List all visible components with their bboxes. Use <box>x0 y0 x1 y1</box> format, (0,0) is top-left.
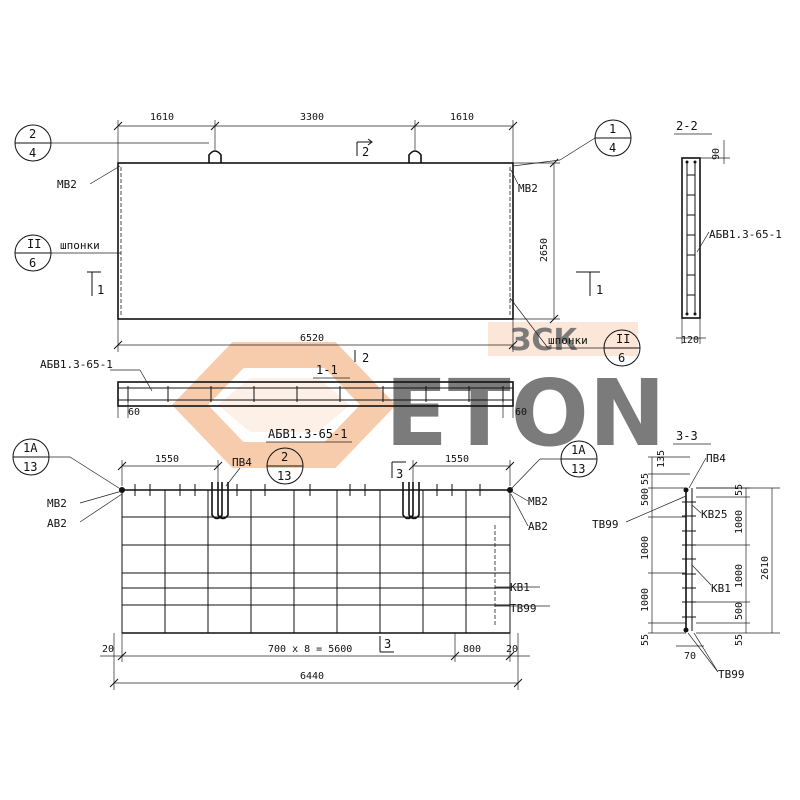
panel-dim-top-3: 1610 <box>450 112 474 123</box>
cage-grid <box>121 489 511 634</box>
cage-mv2-left: МВ2 <box>47 497 67 510</box>
section-2-2-outline <box>681 157 701 319</box>
section-2-2-dim-bottom: 120 <box>681 335 699 346</box>
panel-outline <box>117 162 514 320</box>
callout-1-4-num: 1 <box>609 122 616 136</box>
cage-tv99: ТВ99 <box>510 602 537 615</box>
cage-dim-mid: 700 x 8 = 5600 <box>268 644 352 655</box>
callout-1a-13-right-den: 13 <box>571 462 585 476</box>
section-1-1-mark: 2 <box>362 351 369 365</box>
section-3-3: 3-3 135 55 500 1000 1000 55 <box>592 429 780 681</box>
panel-mv2-right: МВ2 <box>518 182 538 195</box>
section-2-2-dim-top: 90 <box>711 148 722 160</box>
watermark-hex-outer <box>171 342 397 468</box>
section-3-3-dim-total: 2610 <box>760 556 771 580</box>
callout-2-13-den: 13 <box>277 469 291 483</box>
section-3-3-dim-right-3: 1000 <box>734 564 745 588</box>
section-3-3-dim-left-4: 1000 <box>640 536 651 560</box>
cage-dim-edge-left: 20 <box>102 644 114 655</box>
watermark-badge: ЗСК <box>510 323 578 358</box>
section-3-3-title: 3-3 <box>676 429 698 443</box>
section-3-3-dim-right-1: 55 <box>734 484 745 496</box>
panel-dim-bottom: 6520 <box>300 333 324 344</box>
panel-dim-top-2: 3300 <box>300 112 324 123</box>
cage-kv1: КВ1 <box>510 581 530 594</box>
panel-section-1-right: 1 <box>596 283 603 297</box>
cage-dim-edge-right: 20 <box>506 644 518 655</box>
section-2-2-title: 2-2 <box>676 119 698 133</box>
callout-2-13-num: 2 <box>281 450 288 464</box>
section-1-1-label: АБВ1.3-65-1 <box>40 358 113 371</box>
section-3-3-dim-left-1: 135 <box>656 450 667 468</box>
cage-dim-800: 800 <box>463 644 481 655</box>
panel-keys-left: шпонки <box>60 239 100 252</box>
section-3-3-dim-left-3: 500 <box>640 488 651 506</box>
cage-section-3-bottom: 3 <box>384 637 391 651</box>
cage-loop-right <box>402 482 420 520</box>
watermark: ETON ЗСК <box>171 322 666 468</box>
section-3-3-pv4: ПВ4 <box>706 452 726 465</box>
cage-av2-left: АВ2 <box>47 517 67 530</box>
section-1-1-outline <box>117 381 514 407</box>
section-3-3-dim-left-5: 1000 <box>640 588 651 612</box>
callout-1-4-den: 4 <box>609 141 616 155</box>
panel-section-2-mark: 2 <box>362 145 369 159</box>
panel-elevation: 1610 3300 1610 2 2650 6520 2 4 1 4 <box>14 112 641 367</box>
section-3-3-dim-left-2: 55 <box>640 473 651 485</box>
panel-section-1-left: 1 <box>97 283 104 297</box>
panel-dim-top-1: 1610 <box>150 112 174 123</box>
cage-section-3-top: 3 <box>396 467 403 481</box>
panel-keys-right: шпонки <box>548 334 588 347</box>
callout-ii-6-left-den: 6 <box>29 256 36 270</box>
callout-2-4-num: 2 <box>29 127 36 141</box>
callout-ii-6-left-num: II <box>27 237 41 251</box>
cage-pv4: ПВ4 <box>232 456 252 469</box>
cage-title: АБВ1.3-65-1 <box>268 427 347 441</box>
section-3-3-dim-bottom: 70 <box>684 651 696 662</box>
callout-1a-13-left-num: 1А <box>23 441 38 455</box>
cage-dim-right: 1550 <box>445 454 469 465</box>
cage-top-studs <box>134 484 481 496</box>
section-1-1-title: 1-1 <box>316 363 338 377</box>
cage-av2-right: АВ2 <box>528 520 548 533</box>
cage-loop-left <box>211 482 229 520</box>
section-3-3-dim-right-5: 55 <box>734 634 745 646</box>
callout-1a-13-left-den: 13 <box>23 460 37 474</box>
section-3-3-kv25: КВ25 <box>701 508 728 521</box>
section-1-1: 1-1 2 АБВ1.3-65-1 60 60 <box>40 350 527 418</box>
section-3-3-dim-right-4: 500 <box>734 602 745 620</box>
panel-mv2-left: МВ2 <box>57 178 77 191</box>
section-3-3-dim-right-2: 1000 <box>734 510 745 534</box>
section-1-1-studs <box>127 386 504 402</box>
cage-mv2-right: МВ2 <box>528 495 548 508</box>
section-1-1-dim-right: 60 <box>515 407 527 418</box>
section-3-3-kv1: КВ1 <box>711 582 731 595</box>
callout-2-4-den: 4 <box>29 146 36 160</box>
section-3-3-ticks <box>682 501 696 618</box>
callout-ii-6-right-den: 6 <box>618 351 625 365</box>
section-2-2-bars <box>687 174 695 296</box>
watermark-hex-inner <box>218 378 350 432</box>
section-2-2: 2-2 90 АБВ1.3-65-1 120 <box>674 119 782 346</box>
section-3-3-tv99-left: ТВ99 <box>592 518 619 531</box>
lifting-loop-left <box>208 150 222 163</box>
callout-ii-6-right-num: II <box>616 332 630 346</box>
watermark-brand: ETON <box>385 360 666 467</box>
lifting-loop-right <box>408 150 422 163</box>
section-2-2-label: АБВ1.3-65-1 <box>709 228 782 241</box>
section-1-1-dim-left: 60 <box>128 407 140 418</box>
section-3-3-dim-left-6: 55 <box>640 634 651 646</box>
panel-dim-right: 2650 <box>539 238 550 262</box>
cage-elevation: АБВ1.3-65-1 <box>12 427 598 690</box>
section-3-3-tv99-bottom: ТВ99 <box>718 668 745 681</box>
cage-dim-left: 1550 <box>155 454 179 465</box>
callout-1a-13-right-num: 1А <box>571 443 586 457</box>
cage-dim-total: 6440 <box>300 671 324 682</box>
